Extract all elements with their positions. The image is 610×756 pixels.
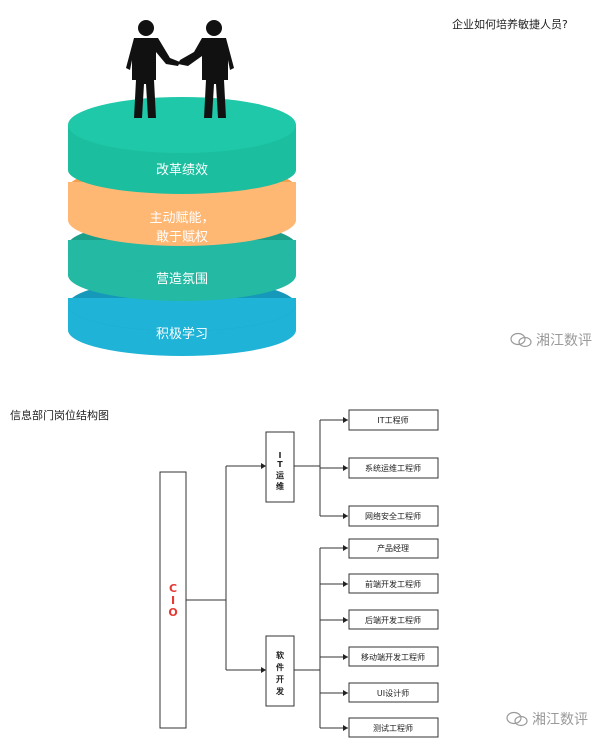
svg-text:发: 发 [275, 686, 285, 696]
page-title: 企业如何培养敏捷人员? [452, 18, 568, 31]
layer-label-atmosphere: 营造氛围 [156, 272, 208, 287]
svg-text:测试工程师: 测试工程师 [373, 723, 413, 733]
org-node-software-dev: 软 件 开 发 [265, 635, 295, 707]
handshake-silhouette-icon [126, 20, 234, 118]
watermark-text: 湘江数评 [536, 333, 592, 349]
watermark: 湘江数评 [510, 330, 592, 350]
layer-reform: 改革绩效 [68, 97, 296, 194]
watermark: 湘江数评 [506, 709, 588, 729]
svg-text:I: I [279, 451, 282, 460]
svg-text:移动端开发工程师: 移动端开发工程师 [361, 652, 425, 662]
org-role-it-engineer: IT工程师 [348, 409, 439, 431]
svg-text:T: T [277, 460, 283, 469]
svg-text:UI设计师: UI设计师 [377, 688, 409, 698]
layer-label-reform: 改革绩效 [156, 163, 208, 178]
svg-text:C: C [169, 582, 177, 595]
svg-text:系统运维工程师: 系统运维工程师 [365, 463, 421, 473]
svg-text:维: 维 [276, 481, 284, 491]
svg-text:网络安全工程师: 网络安全工程师 [365, 511, 421, 521]
svg-text:运: 运 [276, 471, 284, 480]
watermark-text: 湘江数评 [532, 712, 588, 728]
org-role-ui-designer: UI设计师 [348, 682, 439, 703]
org-role-test-engineer: 测试工程师 [348, 717, 439, 738]
cylinder-stack: 积极学习 营造氛围 主动赋能， 敢于赋权 改革绩效 [68, 20, 296, 356]
svg-text:I: I [171, 594, 175, 607]
org-role-frontend-engineer: 前端开发工程师 [348, 573, 439, 594]
layer-label-learning: 积极学习 [156, 326, 208, 342]
svg-text:后端开发工程师: 后端开发工程师 [365, 615, 421, 625]
org-node-cio: C I O [159, 471, 187, 729]
layer-label-empower-2: 敢于赋权 [156, 229, 208, 245]
org-role-backend-engineer: 后端开发工程师 [348, 609, 439, 630]
svg-text:O: O [168, 606, 177, 619]
org-node-it-ops: I T 运 维 [265, 431, 295, 503]
wechat-icon [510, 332, 532, 348]
svg-text:软: 软 [276, 650, 284, 660]
svg-text:件: 件 [276, 662, 284, 672]
svg-text:开: 开 [276, 675, 284, 684]
org-role-mobile-engineer: 移动端开发工程师 [348, 646, 439, 667]
org-chart-title: 信息部门岗位结构图 [10, 409, 109, 422]
layer-label-empower-1: 主动赋能， [149, 211, 214, 226]
svg-text:IT工程师: IT工程师 [377, 415, 408, 425]
svg-text:前端开发工程师: 前端开发工程师 [365, 579, 421, 589]
org-role-product-manager: 产品经理 [348, 538, 439, 559]
wechat-icon [506, 711, 528, 727]
svg-text:产品经理: 产品经理 [377, 543, 409, 553]
org-role-sysops-engineer: 系统运维工程师 [348, 457, 439, 479]
org-role-netsec-engineer: 网络安全工程师 [348, 505, 439, 527]
